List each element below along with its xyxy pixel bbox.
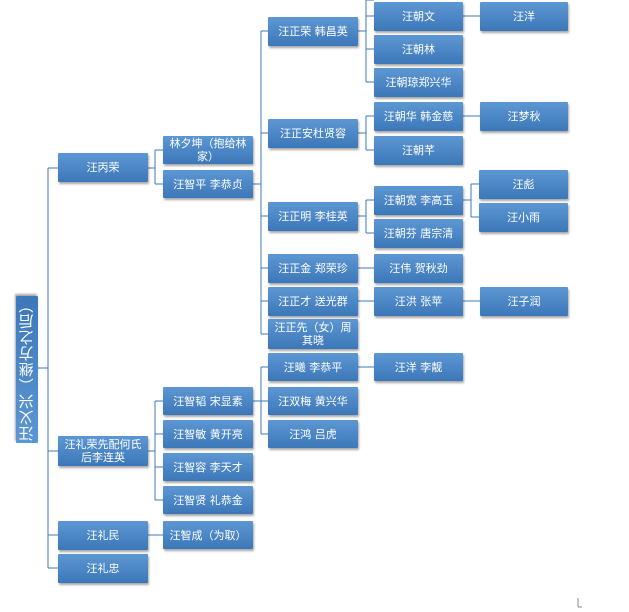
- l4-node: 汪洋 李靓: [374, 353, 463, 381]
- l1-node: 汪丙荣: [58, 153, 148, 182]
- l5-node: 汪彪: [479, 170, 568, 199]
- l4-node: 汪朝文: [374, 2, 463, 31]
- l2-node: 汪智敏 黄开亮: [163, 420, 253, 448]
- l3-node: 汪曦 李恭平: [268, 353, 358, 381]
- l4-node: 汪朝林: [374, 35, 463, 64]
- l3-node: 汪鸿 吕虎: [268, 420, 358, 448]
- l3-node: 汪正明 李桂英: [268, 202, 358, 231]
- l3-node: 汪正安杜贤容: [268, 119, 358, 148]
- l1-node: 汪礼忠: [58, 554, 148, 583]
- l2-node: 汪智平 李恭贞: [163, 170, 253, 198]
- l3-node: 汪正荣 韩昌英: [268, 17, 358, 46]
- l4-node: 汪朝芊: [374, 136, 463, 165]
- root-node: 汪义兴（继方之后）: [16, 296, 38, 443]
- l2-node: 汪智成（为取）: [163, 521, 253, 549]
- l1-node: 汪礼民: [58, 521, 148, 550]
- l5-node: 汪子润: [480, 287, 568, 316]
- l2-node: 汪智容 李天才: [163, 453, 253, 481]
- l4-node: 汪朝宽 李高玉: [374, 186, 463, 215]
- l4-node: 汪伟 贺秋劲: [374, 254, 463, 283]
- l3-node: 汪正才 送光群: [268, 287, 358, 316]
- cursor-mark: [577, 598, 582, 608]
- l4-node: 汪朝芬 唐宗清: [374, 219, 463, 248]
- l3-node: 汪正先（女）周其晓: [268, 319, 358, 349]
- l4-node: 汪朝琼郑兴华: [374, 68, 463, 97]
- l5-node: 汪小雨: [479, 203, 568, 232]
- l3-node: 汪正金 郑荣珍: [268, 254, 358, 283]
- l1-node: 汪礼荣先配何氏后李连英: [58, 436, 148, 466]
- l2-node: 汪智贤 礼恭金: [163, 486, 253, 514]
- l4-node: 汪朝华 韩金慈: [374, 102, 463, 131]
- l2-node: 林夕坤（抱给林家）: [163, 136, 253, 164]
- l4-node: 汪洪 张苹: [374, 287, 463, 316]
- l3-node: 汪双梅 黄兴华: [268, 387, 358, 415]
- l2-node: 汪智韬 宋显素: [163, 387, 253, 415]
- l5-node: 汪洋: [480, 2, 568, 31]
- l5-node: 汪梦秋: [480, 102, 568, 131]
